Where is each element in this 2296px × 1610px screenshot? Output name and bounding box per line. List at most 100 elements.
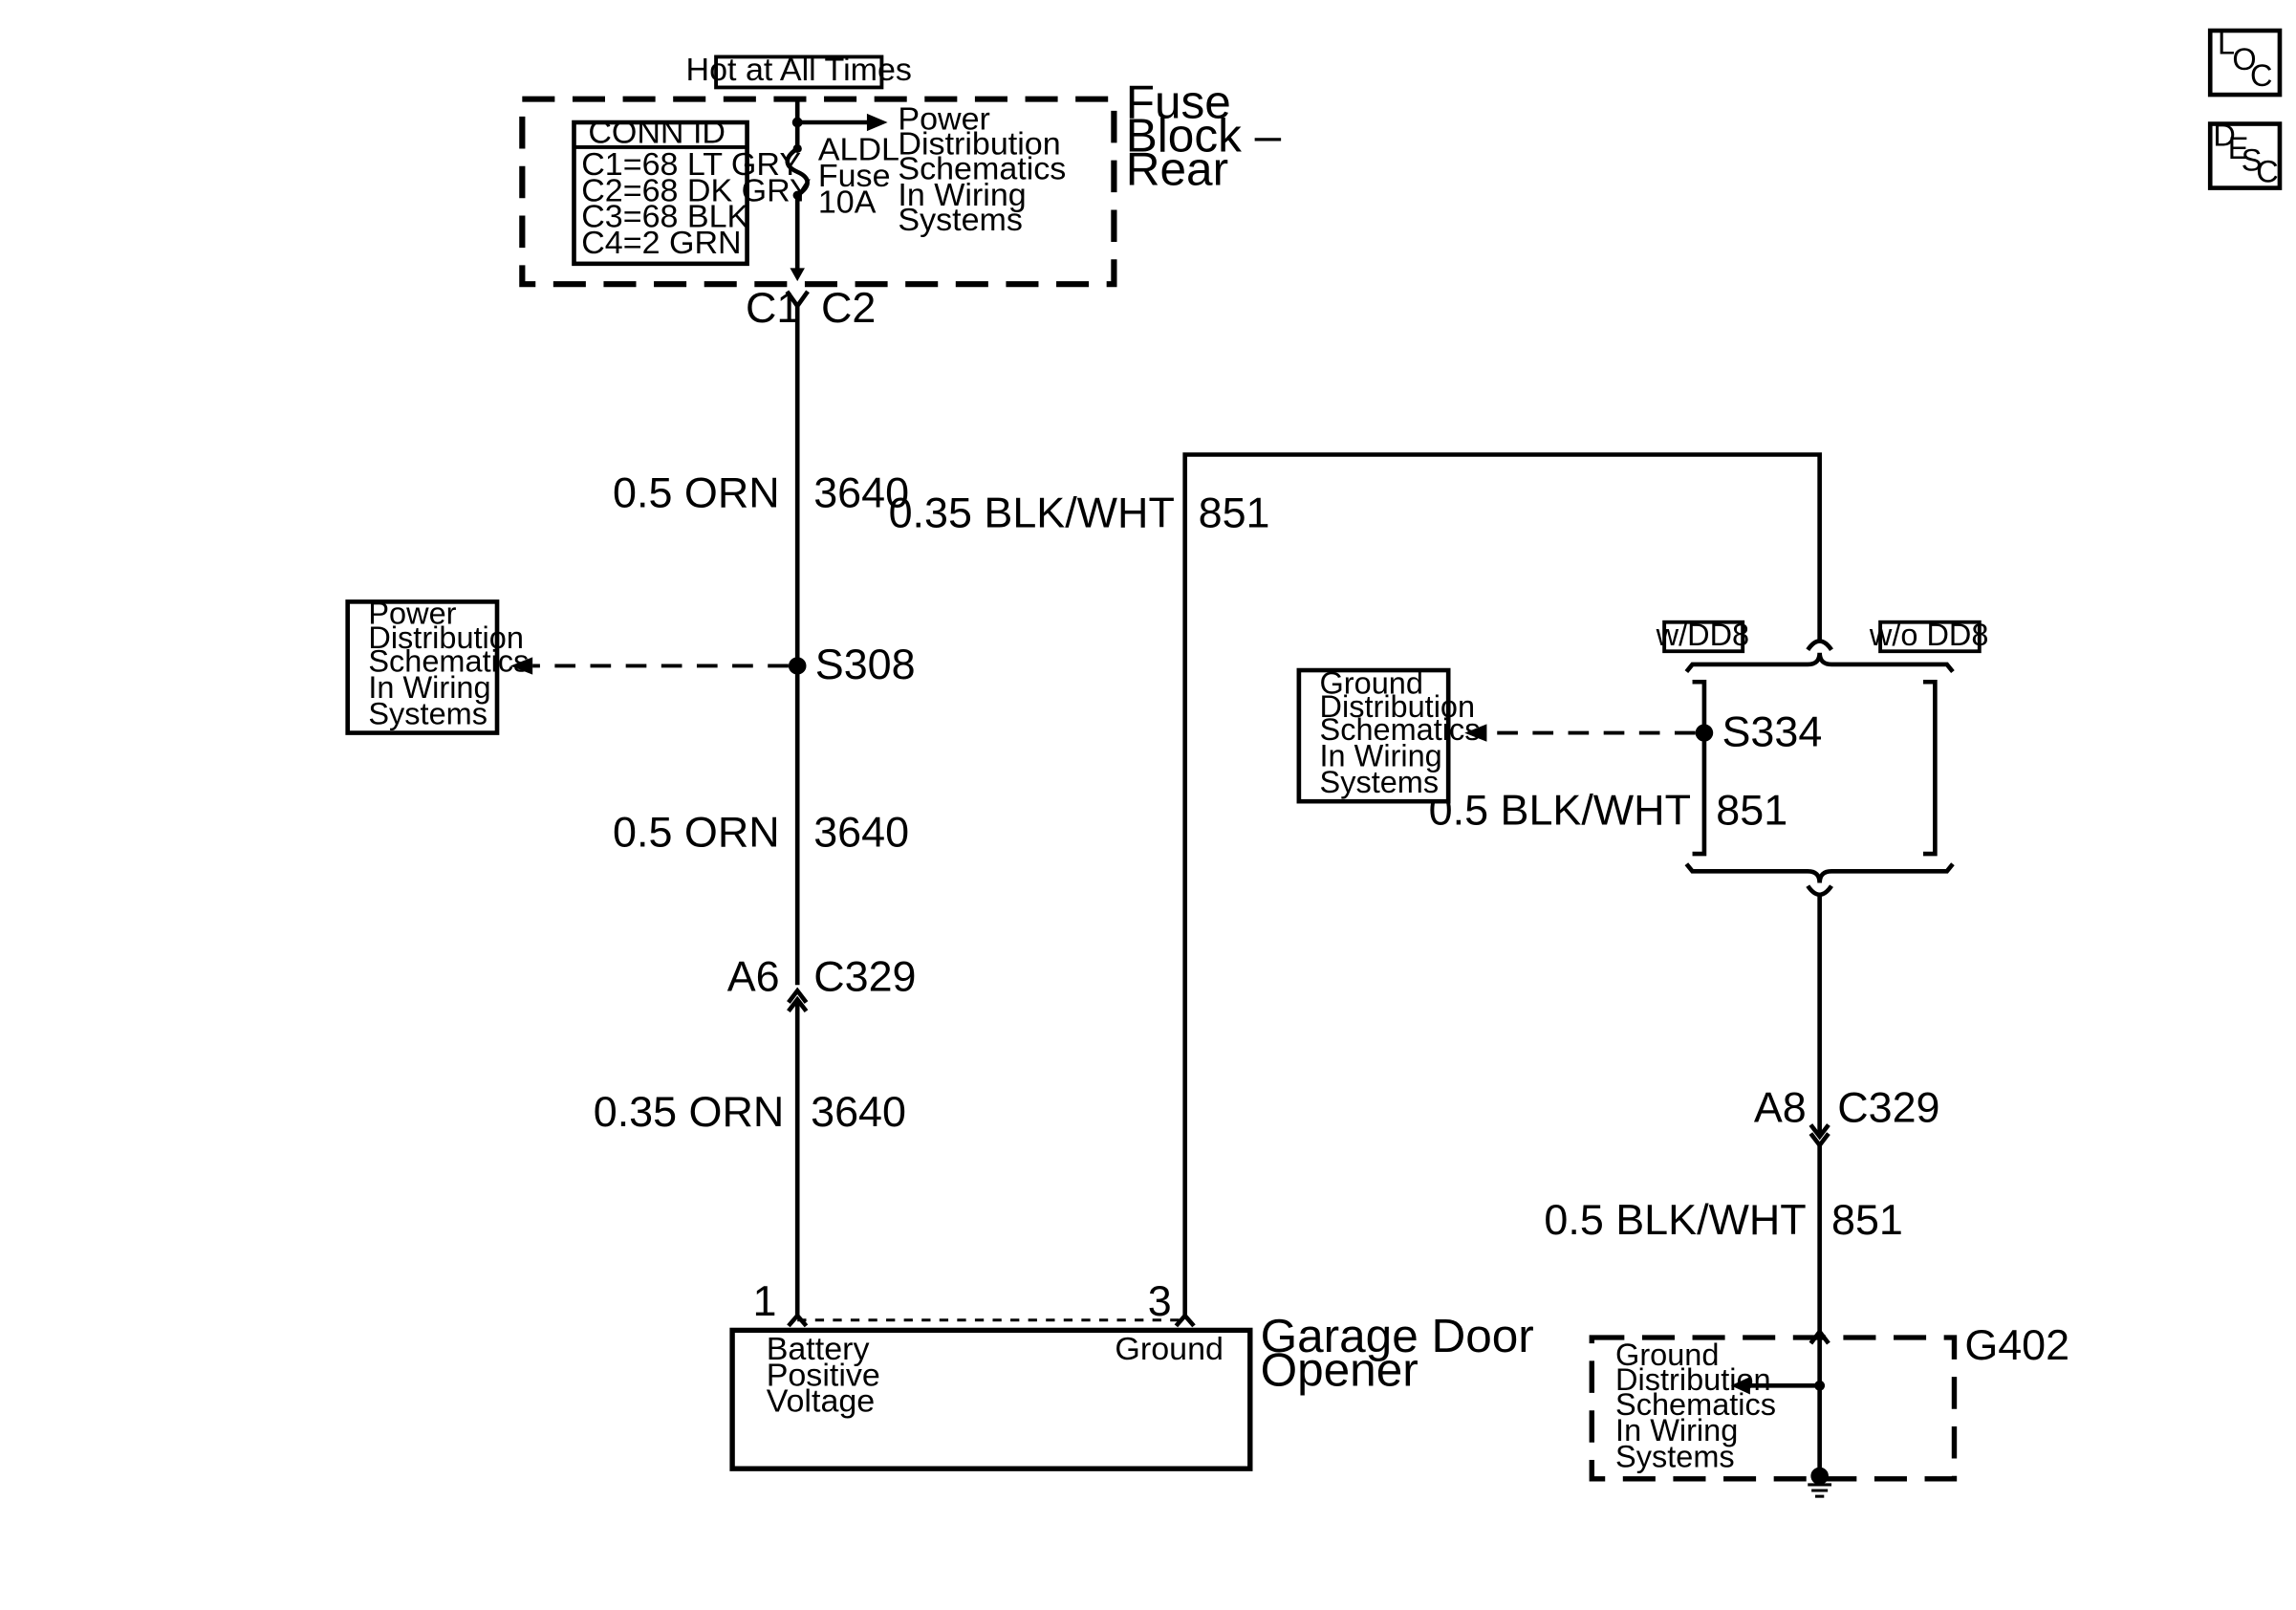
power-distribution-ref-box: Power Distribution Schematics In Wiring … [345, 596, 529, 735]
garage-door-opener-box [729, 1327, 1253, 1471]
option-wdd8-label: w/DD8 [1656, 618, 1750, 652]
ground-distribution-ref-box: Ground Distribution Schematics In Wiring… [1296, 666, 1481, 804]
power-ref-line: Distribution [898, 126, 1060, 163]
fuse-block-title-line2: Block – [1126, 111, 1282, 163]
pin3-label: 3 [1148, 1278, 1172, 1325]
option-brace-top-icon [1684, 652, 1955, 673]
connector-a6-pin-label: A6 [727, 954, 780, 1001]
wire-break-top-icon [1806, 639, 1833, 652]
ref-box-line: Schematics [368, 644, 529, 679]
connector-c1-c2: C1 C2 [746, 285, 876, 332]
wire-circuit-label: 3640 [813, 810, 909, 857]
wire-circuit-label: 851 [1716, 788, 1787, 835]
loc-button[interactable]: L O C [2207, 27, 2283, 98]
pin1-function-line: Voltage [767, 1383, 876, 1420]
connector-c329-upper-icon [787, 987, 809, 1004]
splice-s308-dot [788, 657, 807, 675]
fuse-label-line2: Fuse [818, 158, 891, 194]
fuse-output-arrow-icon [790, 268, 805, 282]
ref-box-line: Systems [368, 697, 487, 731]
option-wodd8-label: w/o DD8 [1869, 618, 1989, 652]
fuse-symbol-icon [785, 146, 810, 198]
ref-box-line: Systems [1320, 765, 1440, 799]
pin1-label: 1 [753, 1278, 777, 1325]
wire-circuit-label: 851 [1831, 1197, 1903, 1244]
conn-id-row: C2=68 DK GRY [581, 173, 812, 209]
ref-box-line: Power [368, 596, 456, 630]
connector-c329-right-upper-icon [1809, 1123, 1830, 1141]
g402-frame [1589, 1335, 1958, 1482]
ground-circuit-851: 0.35 BLK/WHT 851 w/DD8 w/o DD8 S334 0.5 … [889, 452, 1989, 1472]
wire-851-upper [1182, 452, 1822, 1317]
option-wodd8-box [1878, 620, 1982, 654]
splice-s334-label: S334 [1722, 709, 1822, 756]
desc-letter: D [2213, 119, 2235, 153]
pin1-terminal-icon [787, 1312, 809, 1328]
ref-box-line: In Wiring [1320, 739, 1442, 773]
ref-box-line: Distribution [1320, 689, 1476, 724]
g402-label: G402 [1964, 1322, 2069, 1369]
option-wdd8-box [1662, 620, 1745, 654]
pin3-terminal-icon [1174, 1312, 1196, 1328]
power-ref-line: Power [898, 101, 989, 138]
connector-c329-label: C329 [813, 954, 916, 1001]
desc-letter: C [2256, 155, 2278, 189]
wire-gauge-label: 0.5 BLK/WHT [1544, 1197, 1806, 1244]
conn-id-row: C4=2 GRN [581, 225, 741, 261]
s308-ref-arrow-icon [509, 657, 533, 675]
wire-gauge-label: 0.35 BLK/WHT [889, 490, 1175, 537]
wire-circuit-label: 851 [1199, 490, 1270, 537]
connector-a8-pin-label: A8 [1754, 1085, 1807, 1132]
wire-gauge-label: 0.5 ORN [613, 470, 780, 517]
splice-s334-dot [1695, 724, 1714, 742]
conn-id-header: CONN ID [588, 115, 726, 151]
wire-circuit-label: 3640 [811, 1089, 906, 1136]
g402-ref-line: Ground [1615, 1338, 1719, 1372]
conn-id-row: C1=68 LT GRY [581, 146, 801, 183]
connector-c329-lower-icon [787, 995, 809, 1013]
loc-letter: O [2232, 42, 2256, 76]
wdd8-branch-wire [1692, 679, 1707, 857]
connector-c1-label: C1 [746, 285, 800, 332]
g402-ref-line: Distribution [1615, 1362, 1771, 1397]
fuse-block-title-line1: Fuse [1126, 77, 1231, 129]
garage-door-opener: 1 3 Battery Positive Voltage Ground Gara… [729, 1278, 1534, 1471]
desc-button[interactable]: D E S C [2207, 119, 2283, 190]
ground-symbol-icon [1808, 1483, 1832, 1498]
power-ref-line: In Wiring [898, 177, 1026, 213]
loc-letter: L [2218, 27, 2235, 61]
connector-c2-label: C2 [821, 285, 876, 332]
ground-terminal-dot [1810, 1467, 1829, 1485]
ground-point-g402: G402 Ground Distribution Schematics In W… [1589, 1322, 2069, 1498]
hot-at-all-times-box [714, 54, 884, 90]
wire-gauge-label: 0.5 ORN [613, 810, 780, 857]
loc-letter: C [2250, 58, 2272, 93]
ref-box-line: Distribution [368, 620, 524, 655]
fuse-block-rear: Hot at All Times Fuse Block – Rear CONN … [519, 52, 1282, 288]
fuse-block-frame [519, 96, 1117, 288]
option-brace-bottom-icon [1684, 862, 1955, 883]
power-ref-line: Systems [898, 202, 1022, 238]
desc-letter: S [2242, 143, 2263, 178]
fuse-label-line1: ALDL [818, 132, 899, 168]
component-title-line2: Opener [1261, 1345, 1419, 1397]
conn-id-table: CONN ID C1=68 LT GRY C2=68 DK GRY C3=68 … [572, 115, 812, 267]
g402-ref-arrow-icon [1730, 1377, 1750, 1395]
g402-ref-line: Systems [1615, 1440, 1735, 1474]
connector-c329-right-label: C329 [1837, 1085, 1939, 1132]
conn-id-row: C3=68 BLK [581, 199, 748, 235]
component-title-line1: Garage Door [1261, 1312, 1534, 1363]
g402-entry-icon [1809, 1328, 1830, 1345]
desc-letter: E [2228, 131, 2249, 165]
power-circuit-3640: 0.5 ORN 3640 S308 0.5 ORN 3640 A6 C329 0… [509, 306, 917, 1317]
power-ref-arrow-icon [866, 113, 888, 132]
wodd8-branch-wire [1922, 679, 1938, 857]
g402-ref-line: Schematics [1615, 1387, 1776, 1422]
splice-s308-label: S308 [815, 642, 916, 688]
ref-box-line: Ground [1320, 666, 1423, 701]
ref-box-line: In Wiring [368, 670, 490, 705]
pin1-function-line: Battery [767, 1331, 870, 1367]
ref-box-line: Schematics [1320, 712, 1481, 747]
power-ref-line: Schematics [898, 151, 1066, 187]
wire-gauge-label: 0.35 ORN [594, 1089, 785, 1136]
